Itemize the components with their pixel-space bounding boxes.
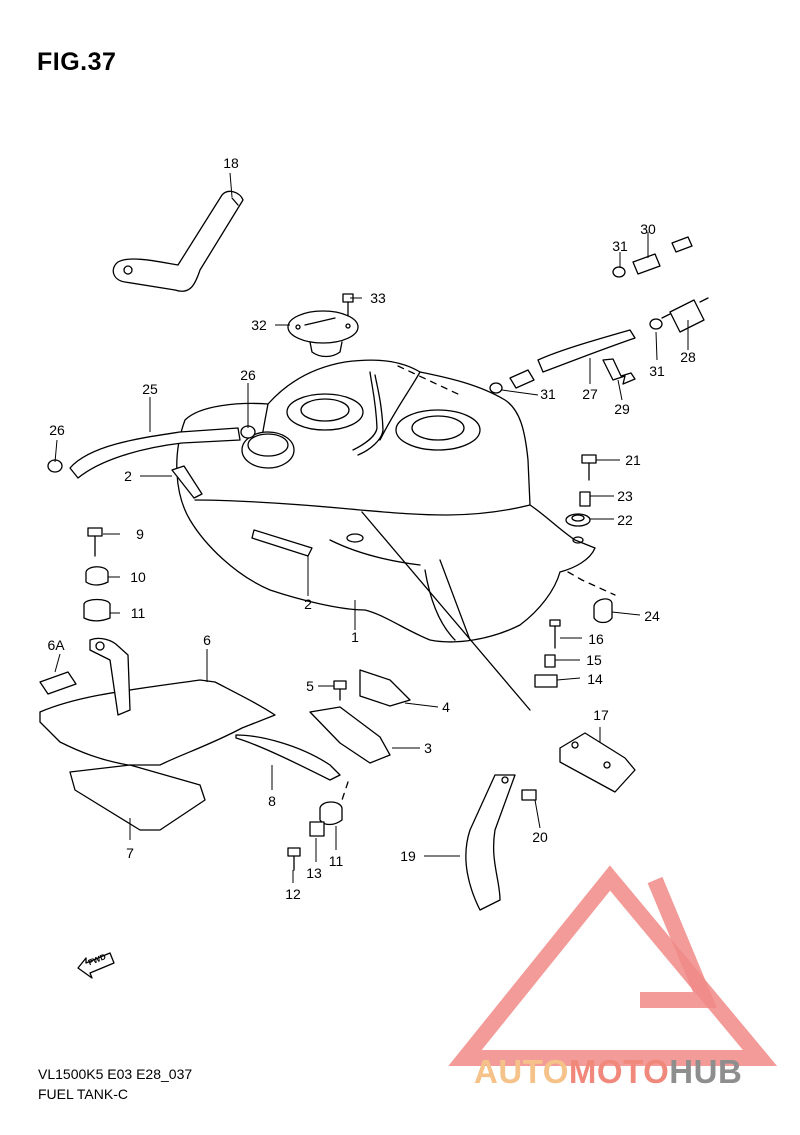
callout-1: 1 (351, 629, 359, 645)
callout-28: 28 (680, 349, 696, 365)
callout-27: 27 (582, 386, 598, 402)
callout-4: 4 (442, 699, 450, 715)
callout-22: 22 (617, 512, 633, 528)
callout-2b: 2 (304, 596, 312, 612)
diagram-name: FUEL TANK-C (38, 1086, 128, 1102)
callout-11a: 11 (131, 605, 146, 621)
watermark-auto: AUTO (474, 1053, 569, 1090)
callout-2a: 2 (124, 468, 132, 484)
callout-26b: 26 (240, 367, 256, 383)
bracket-part (559, 732, 636, 793)
filler-cap-part (287, 293, 359, 358)
callout-31c: 31 (649, 363, 665, 379)
figure-title: FIG.37 (37, 48, 117, 76)
callout-21: 21 (625, 452, 641, 468)
callout-3: 3 (424, 740, 432, 756)
callout-30: 30 (640, 221, 656, 237)
strap-part (112, 190, 244, 292)
callout-29: 29 (614, 401, 630, 417)
callout-23: 23 (617, 488, 633, 504)
callout-32: 32 (251, 317, 267, 333)
callout-24: 24 (644, 608, 660, 624)
watermark-logo (448, 865, 778, 1066)
callout-19: 19 (400, 848, 416, 864)
callout-15: 15 (586, 652, 602, 668)
callout-20: 20 (532, 829, 548, 845)
callout-31a: 31 (612, 238, 628, 254)
callout-6: 6 (203, 632, 211, 648)
callout-14: 14 (587, 671, 603, 687)
callout-25: 25 (142, 381, 158, 397)
callout-5: 5 (306, 678, 314, 694)
callout-31b: 31 (540, 386, 556, 402)
hose-part (537, 329, 636, 373)
callout-12: 12 (285, 886, 301, 902)
callout-16: 16 (588, 631, 604, 647)
fwd-arrow-icon (77, 952, 115, 979)
callout-10: 10 (130, 569, 146, 585)
tray-part (39, 679, 276, 766)
callout-7: 7 (126, 845, 134, 861)
callout-26a: 26 (49, 422, 65, 438)
watermark-moto: MOTO (568, 1053, 670, 1090)
callout-9: 9 (136, 526, 144, 542)
callout-18: 18 (223, 155, 239, 171)
watermark-hub: HUB (669, 1053, 743, 1090)
callout-17: 17 (593, 707, 609, 723)
diagram-code: VL1500K5 E03 E28_037 (38, 1066, 193, 1082)
callout-6A: 6A (47, 637, 65, 653)
filter-part (669, 299, 705, 333)
callout-33: 33 (370, 290, 386, 306)
callout-8: 8 (268, 793, 276, 809)
callout-11b: 11 (329, 853, 344, 869)
watermark-text: AUTOMOTOHUB (474, 1053, 742, 1091)
fuel-tank-part (176, 359, 596, 643)
callout-13: 13 (306, 865, 322, 881)
bracket-part (465, 774, 516, 911)
hose-part (69, 427, 241, 479)
